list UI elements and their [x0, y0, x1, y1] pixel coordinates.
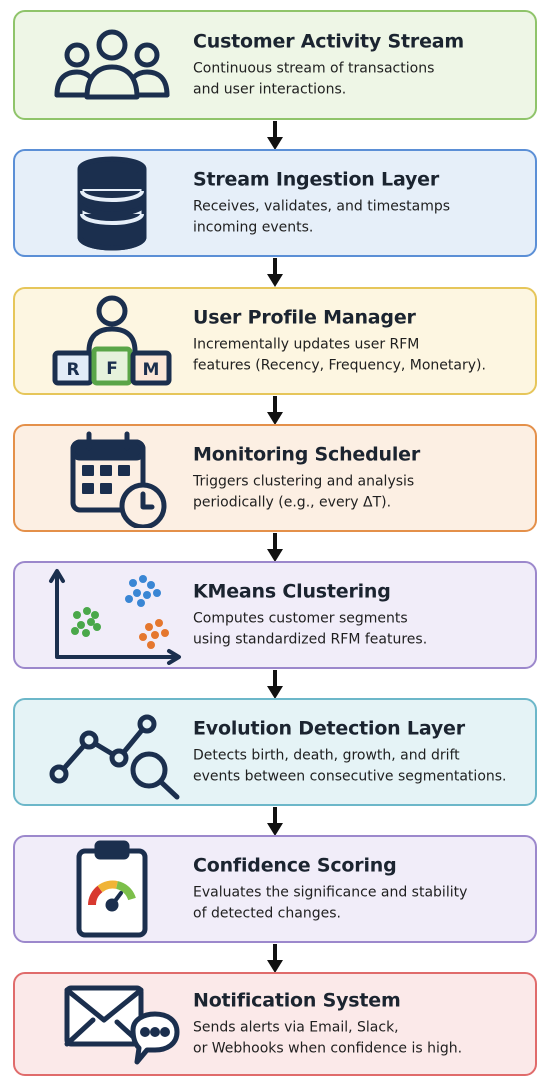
- step-description: Triggers clustering and analysis periodi…: [193, 473, 415, 511]
- step-stream-ingestion-layer: Stream Ingestion Layer Receives, validat…: [13, 149, 537, 257]
- step-title: Stream Ingestion Layer: [193, 168, 440, 191]
- flow-arrow: [266, 121, 284, 151]
- step-monitoring-scheduler: Monitoring Scheduler Triggers clustering…: [13, 424, 537, 532]
- flow-arrow: [266, 396, 284, 426]
- step-text: KMeans Clustering Computes customer segm…: [193, 580, 527, 651]
- flow-arrow: [266, 258, 284, 288]
- step-kmeans-clustering: KMeans Clustering Computes customer segm…: [13, 561, 537, 669]
- step-text: Notification System Sends alerts via Ema…: [193, 989, 527, 1060]
- step-evolution-detection-layer: Evolution Detection Layer Detects birth,…: [13, 698, 537, 806]
- step-title: Evolution Detection Layer: [193, 717, 465, 740]
- flow-arrow: [266, 533, 284, 563]
- flow-arrow: [266, 670, 284, 700]
- step-description: Incrementally updates user RFM features …: [193, 336, 486, 374]
- flow-arrow: [266, 944, 284, 974]
- line-magnifier-icon: [37, 702, 187, 802]
- step-title: Customer Activity Stream: [193, 30, 464, 53]
- rfm-letter: F: [106, 359, 118, 379]
- step-text: Confidence Scoring Evaluates the signifi…: [193, 854, 527, 925]
- step-description: Detects birth, death, growth, and drift …: [193, 747, 507, 785]
- clipboard-gauge-icon: [37, 839, 187, 939]
- step-user-profile-manager: R F M User Profile Manager Incrementally…: [13, 287, 537, 395]
- rfm-letter: M: [143, 360, 160, 380]
- scatter-clusters-icon: [37, 565, 187, 665]
- step-customer-activity-stream: Customer Activity Stream Continuous stre…: [13, 10, 537, 120]
- step-description: Continuous stream of transactions and us…: [193, 60, 435, 98]
- step-title: Confidence Scoring: [193, 854, 397, 877]
- step-description: Evaluates the significance and stability…: [193, 884, 468, 922]
- step-description: Receives, validates, and timestamps inco…: [193, 198, 451, 236]
- step-description: Computes customer segments using standar…: [193, 610, 428, 648]
- user-rfm-icon: R F M: [37, 291, 187, 391]
- step-text: Customer Activity Stream Continuous stre…: [193, 30, 527, 101]
- step-text: Evolution Detection Layer Detects birth,…: [193, 717, 527, 788]
- step-description: Sends alerts via Email, Slack, or Webhoo…: [193, 1019, 463, 1057]
- step-notification-system: Notification System Sends alerts via Ema…: [13, 972, 537, 1076]
- step-text: Stream Ingestion Layer Receives, validat…: [193, 168, 527, 239]
- users-icon: [37, 15, 187, 115]
- rfm-letter: R: [66, 360, 79, 380]
- step-title: User Profile Manager: [193, 306, 416, 329]
- step-text: Monitoring Scheduler Triggers clustering…: [193, 443, 527, 514]
- mail-chat-icon: [37, 974, 187, 1074]
- flow-arrow: [266, 807, 284, 837]
- step-title: KMeans Clustering: [193, 580, 391, 603]
- calendar-clock-icon: [37, 428, 187, 528]
- database-icon: [37, 153, 187, 253]
- step-confidence-scoring: Confidence Scoring Evaluates the signifi…: [13, 835, 537, 943]
- step-text: User Profile Manager Incrementally updat…: [193, 306, 527, 377]
- step-title: Monitoring Scheduler: [193, 443, 421, 466]
- step-title: Notification System: [193, 989, 401, 1012]
